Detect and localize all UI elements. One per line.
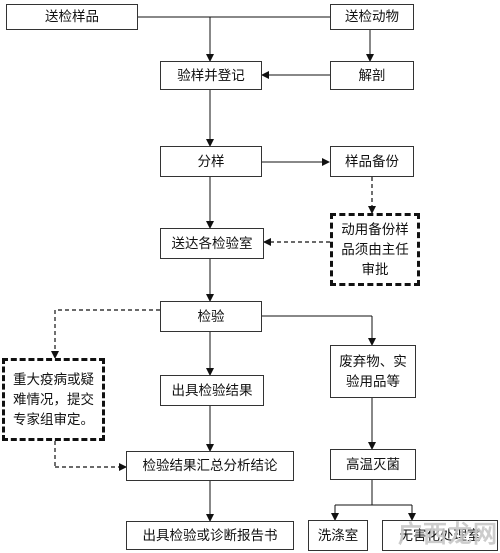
node-to-labs: 送达各检验室 bbox=[160, 228, 264, 259]
node-inspection: 检验 bbox=[160, 301, 262, 332]
node-dissect: 解剖 bbox=[330, 61, 414, 90]
node-split-sample: 分样 bbox=[160, 146, 262, 177]
node-backup-approval: 动用备份样 品须由主任 审批 bbox=[330, 213, 420, 286]
node-issue-results: 出具检验结果 bbox=[160, 375, 264, 406]
node-harmless-room: 无害化处理室 bbox=[382, 520, 498, 551]
node-issue-report: 出具检验或诊断报告书 bbox=[126, 521, 294, 550]
node-wash-room: 洗涤室 bbox=[308, 520, 368, 551]
node-sterilize: 高温灭菌 bbox=[330, 449, 416, 480]
node-major-epidemic: 重大疫病或疑 难情况，提交 专家组审定。 bbox=[2, 358, 105, 441]
node-waste: 废弃物、实 验用品等 bbox=[330, 345, 416, 398]
node-summary-analysis: 检验结果汇总分析结论 bbox=[126, 451, 294, 481]
watermark: 广西龙网 bbox=[398, 520, 498, 548]
node-send-sample: 送检样品 bbox=[6, 4, 138, 30]
node-send-animal: 送检动物 bbox=[330, 4, 414, 30]
node-sample-backup: 样品备份 bbox=[330, 146, 414, 177]
node-inspect-register: 验样并登记 bbox=[160, 61, 262, 90]
